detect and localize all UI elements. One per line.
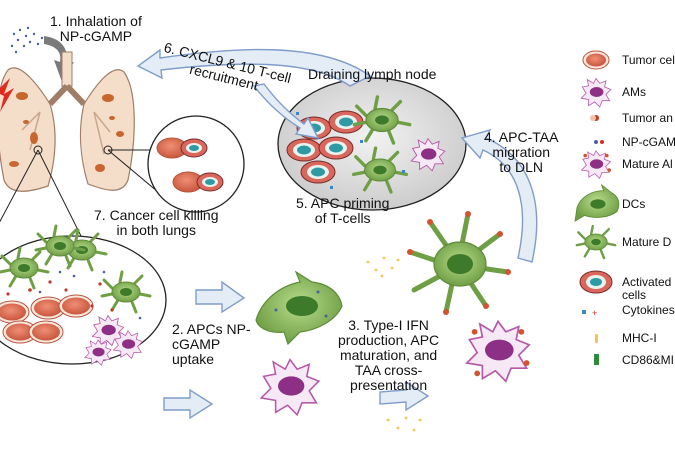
tumor-microenvironment-circle — [0, 224, 167, 366]
cytokine-dots — [366, 256, 422, 432]
legend-icons: + — [574, 50, 620, 365]
legend-np-cgamp: NP-cGAM — [622, 135, 675, 149]
apc-uptake-cell — [255, 270, 343, 346]
legend-dcs: DCs — [622, 197, 646, 211]
legend-tumor-antigen: Tumor an — [622, 111, 673, 125]
mature-am — [465, 320, 531, 383]
legend-tumor-cells: Tumor cel — [622, 53, 675, 67]
flow-arrows — [136, 48, 538, 420]
lungs-illustration — [0, 51, 135, 192]
legend-ams: AMs — [622, 85, 646, 99]
lung-zoom-lines — [0, 145, 159, 243]
np-cgamp-particles — [10, 26, 44, 54]
lymph-node-title: Draining lymph node — [308, 66, 437, 82]
killing-zoom-circle — [147, 115, 245, 213]
legend-mature-dcs: Mature D — [622, 235, 672, 249]
svg-text:+: + — [592, 308, 597, 318]
legend-cd86: CD86&MI — [622, 353, 675, 367]
legend-cytokines: Cytokines — [622, 303, 675, 317]
legend-mature-ams: Mature Al — [622, 157, 673, 171]
mature-dc — [407, 211, 511, 315]
lymph-node — [277, 77, 467, 211]
am-cell-uptake — [260, 358, 320, 416]
legend-mhc-i: MHC-I — [622, 331, 657, 345]
